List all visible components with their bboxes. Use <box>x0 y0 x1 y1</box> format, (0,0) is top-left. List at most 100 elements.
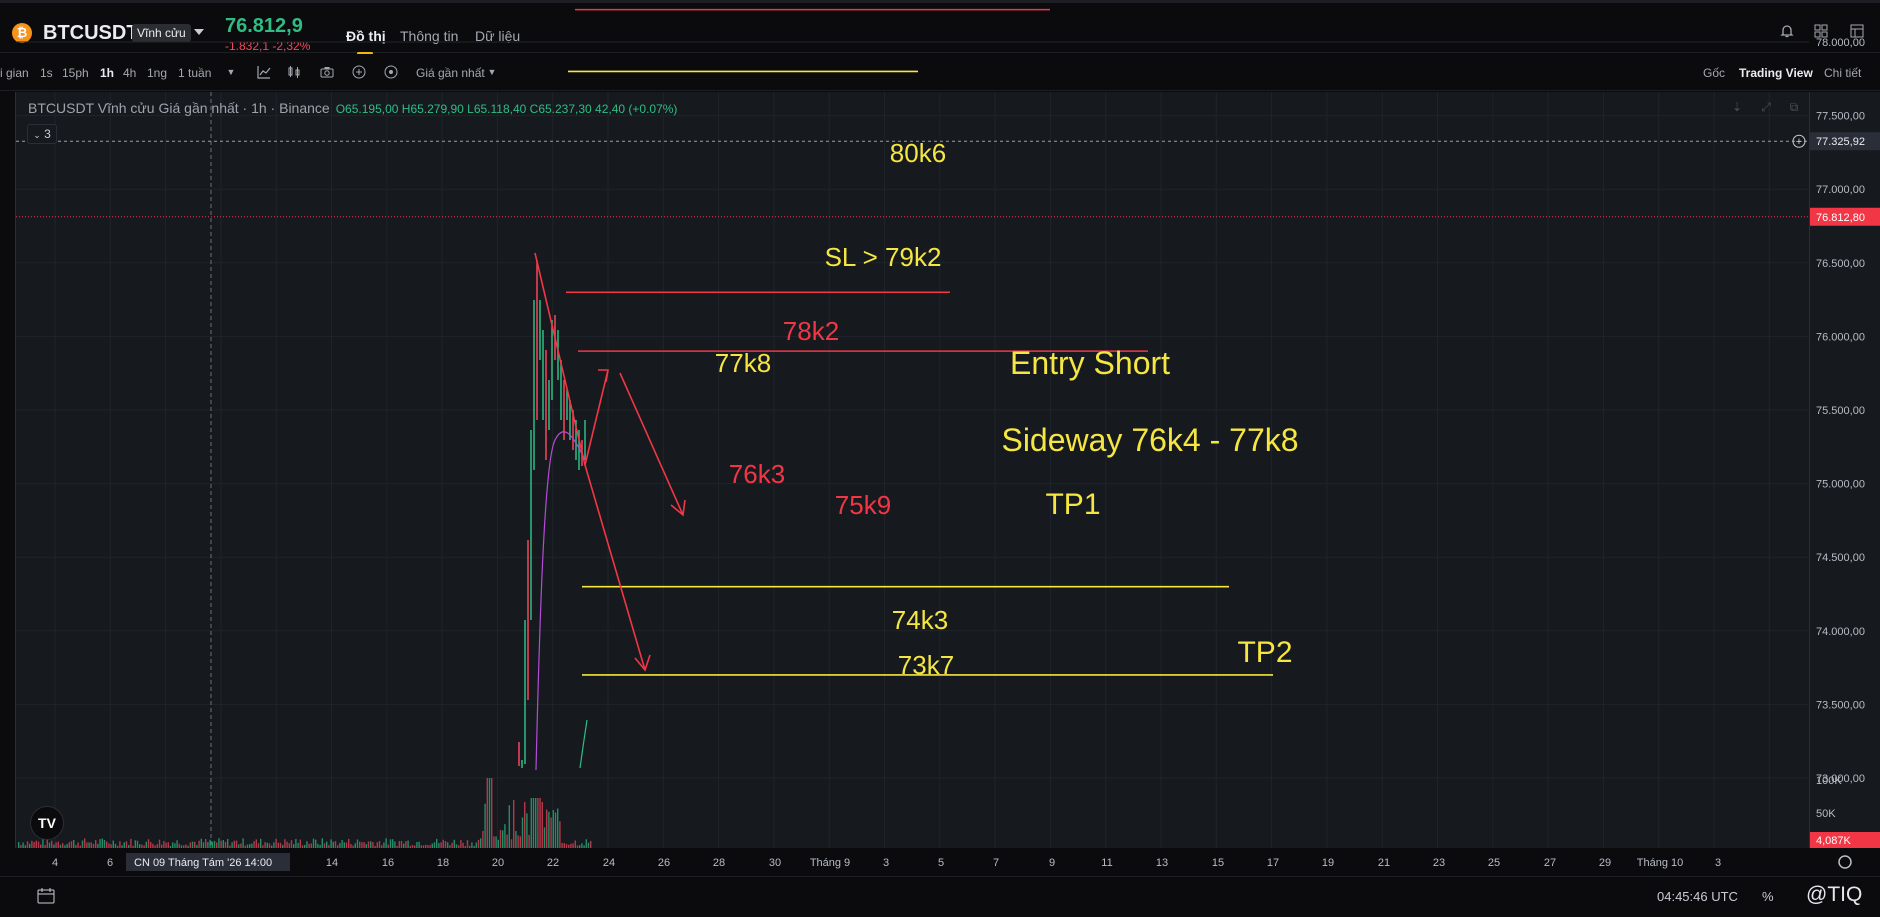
volume-bar <box>92 843 95 848</box>
volume-bar <box>561 842 563 848</box>
volume-bar <box>409 845 411 848</box>
bell-icon[interactable] <box>1778 23 1796 41</box>
time-tick-label: 23 <box>1433 857 1445 869</box>
volume-bar <box>51 840 53 848</box>
tab-info[interactable]: Thông tin <box>400 28 459 44</box>
arrow-head <box>634 654 651 672</box>
view-original[interactable]: Gốc <box>1703 66 1726 80</box>
candle-type-icon[interactable] <box>286 64 302 80</box>
annotation-label: 77k8 <box>715 348 771 378</box>
settings-icon[interactable] <box>1848 23 1866 41</box>
volume-bar <box>222 839 224 848</box>
volume-bar <box>572 843 574 848</box>
volume-bar <box>169 845 172 848</box>
chevron-down-icon[interactable] <box>194 29 204 35</box>
fullscreen-icon[interactable]: ⤢ <box>1761 100 1771 114</box>
timeframe-15m[interactable]: 15ph <box>62 66 89 80</box>
timeframe-4h[interactable]: 4h <box>123 66 137 80</box>
volume-bar <box>374 845 376 848</box>
annotation-label: 74k3 <box>892 605 948 635</box>
volume-bar <box>213 840 216 848</box>
volume-bar <box>326 841 328 848</box>
download-icon[interactable]: ⇣ <box>1731 100 1743 114</box>
time-tick-label: 11 <box>1101 857 1112 869</box>
add-icon[interactable] <box>351 64 367 80</box>
time-tick-label: 17 <box>1267 857 1279 869</box>
timeframe-1s[interactable]: 1s <box>40 66 53 80</box>
volume-bar <box>418 841 420 848</box>
price-tick-label: 78.000,00 <box>1816 37 1865 49</box>
time-tick-label: 28 <box>713 857 725 869</box>
volume-bar <box>255 839 257 848</box>
volume-bar <box>220 840 222 848</box>
volume-bar <box>416 842 418 848</box>
time-tick-label: 15 <box>1212 857 1224 869</box>
symbol-name[interactable]: BTCUSDT <box>43 22 139 44</box>
volume-bar <box>46 838 48 848</box>
volume-bar <box>185 844 187 848</box>
volume-bar <box>145 841 147 848</box>
tab-chart[interactable]: Đồ thị <box>346 28 386 44</box>
add-alert-icon[interactable] <box>1792 134 1806 148</box>
caret-down-icon[interactable]: ▼ <box>487 67 497 77</box>
target-icon[interactable] <box>383 64 399 80</box>
camera-icon[interactable] <box>319 64 335 80</box>
volume-bar <box>18 842 20 848</box>
legend-title: BTCUSDT Vĩnh cửu Giá gần nhất · 1h · Bin… <box>28 100 330 116</box>
indicator-collapse-toggle[interactable]: ⌄ 3 <box>27 124 57 144</box>
timeframe-dropdown-icon[interactable]: ▼ <box>226 67 236 77</box>
volume-bar <box>519 836 521 848</box>
utc-clock: 04:45:46 UTC <box>1657 889 1738 904</box>
last-price-box <box>1810 207 1880 226</box>
volume-bar <box>532 798 535 848</box>
date-range-icon[interactable] <box>36 887 56 910</box>
trend-arrow[interactable] <box>584 369 609 466</box>
time-tick-label: 26 <box>658 857 670 869</box>
trend-arrow[interactable] <box>534 252 586 466</box>
bitcoin-icon: ₿ <box>12 23 32 43</box>
volume-bar <box>570 843 572 848</box>
tradingview-logo-icon[interactable]: TV <box>30 806 64 840</box>
volume-bar <box>568 844 570 848</box>
volume-bar <box>541 802 543 848</box>
price-source-select[interactable]: Giá gần nhất <box>416 66 485 80</box>
volume-bar <box>205 838 207 848</box>
volume-bar <box>176 840 178 848</box>
chevron-down-icon: ⌄ <box>33 130 41 140</box>
volume-bar <box>249 844 251 848</box>
timeframe-1w[interactable]: 1 tuần <box>178 66 212 80</box>
trend-arrow[interactable] <box>584 464 646 671</box>
volume-bar <box>497 839 499 848</box>
time-tick-label: 27 <box>1544 857 1556 869</box>
drawing-tools-strip[interactable] <box>0 92 16 848</box>
volume-bar <box>383 842 385 848</box>
volume-bar <box>543 827 546 848</box>
volume-bar <box>31 840 33 848</box>
volume-bar <box>515 830 517 848</box>
popout-icon[interactable]: ⧉ <box>1789 100 1799 114</box>
volume-bar <box>312 838 315 848</box>
volume-bar <box>440 842 442 848</box>
timeframe-1h[interactable]: 1h <box>100 66 115 80</box>
axis-settings-icon[interactable] <box>1838 855 1852 869</box>
volume-bar <box>62 843 64 848</box>
timeframe-1d[interactable]: 1ng <box>147 66 168 80</box>
view-tradingview[interactable]: Trading View <box>1739 66 1813 80</box>
price-chart[interactable] <box>16 92 1809 848</box>
volume-bar <box>521 817 524 848</box>
percent-toggle[interactable]: % <box>1762 889 1774 904</box>
volume-bar <box>411 845 414 848</box>
trend-arrow[interactable] <box>619 372 684 516</box>
volume-bar <box>55 842 57 848</box>
volume-bar <box>587 842 590 848</box>
view-depth[interactable]: Chi tiết <box>1824 66 1862 80</box>
time-tick-label: 16 <box>382 857 394 869</box>
indicator-icon[interactable] <box>256 64 272 80</box>
volume-bar <box>79 845 81 848</box>
tab-data[interactable]: Dữ liệu <box>475 28 521 44</box>
layout-icon[interactable] <box>1812 23 1830 41</box>
last-price: 76.812,9 <box>225 15 303 37</box>
volume-bar <box>477 839 480 848</box>
crosshair-price-box <box>1810 132 1880 151</box>
